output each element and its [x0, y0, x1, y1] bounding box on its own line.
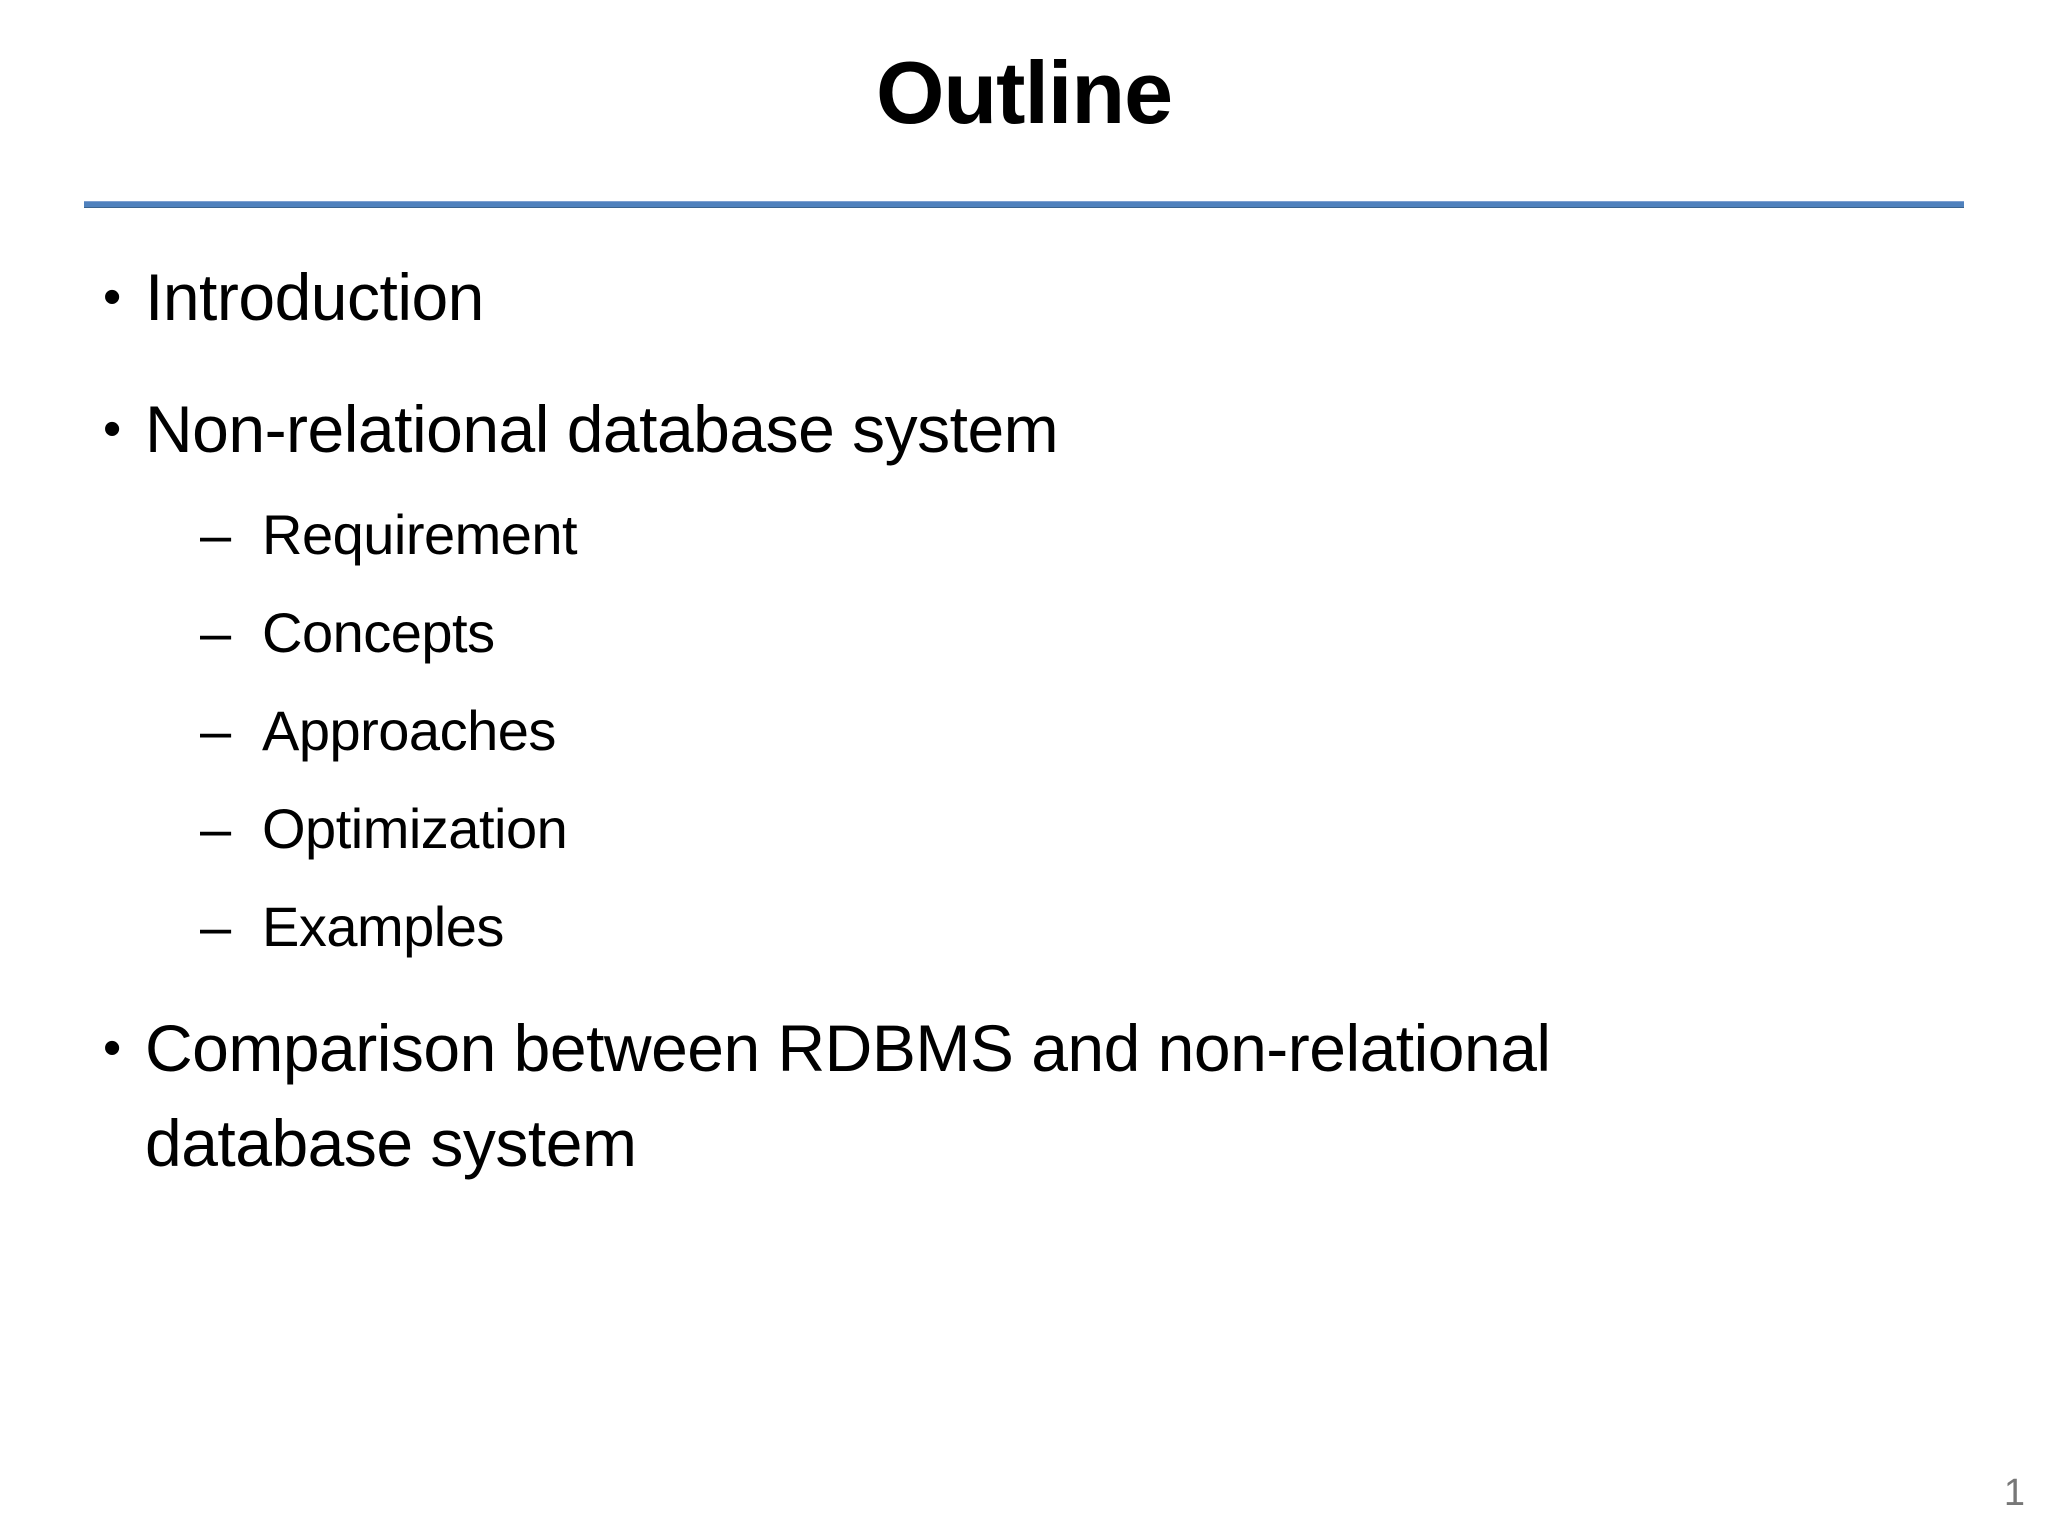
bullet-icon: • — [103, 400, 121, 458]
dash-icon: – — [200, 601, 231, 664]
sub-item-label: Optimization — [262, 797, 568, 860]
sub-item-label: Approaches — [262, 699, 556, 762]
sub-list: – Requirement – Concepts – Approaches – … — [85, 486, 1988, 976]
sub-item-examples: – Examples — [85, 878, 1988, 976]
sub-item-optimization: – Optimization — [85, 780, 1988, 878]
list-item-comparison: • Comparison between RDBMS and non-relat… — [85, 1001, 1988, 1191]
dash-icon: – — [200, 699, 231, 762]
list-item-label: Introduction — [145, 260, 484, 334]
list-item-non-relational: • Non-relational database system — [85, 382, 1988, 477]
sub-item-approaches: – Approaches — [85, 682, 1988, 780]
bullet-icon: • — [103, 268, 121, 326]
title-divider-rule — [84, 201, 1964, 208]
bullet-icon: • — [103, 1019, 121, 1077]
sub-item-requirement: – Requirement — [85, 486, 1988, 584]
sub-item-label: Requirement — [262, 503, 578, 566]
list-item-introduction: • Introduction — [85, 250, 1988, 345]
dash-icon: – — [200, 797, 231, 860]
sub-item-label: Examples — [262, 895, 504, 958]
dash-icon: – — [200, 503, 231, 566]
slide-title: Outline — [875, 43, 1173, 142]
sub-item-label: Concepts — [262, 601, 495, 664]
outline-list: • Introduction • Non-relational database… — [85, 250, 1988, 1191]
list-item-label: Non-relational database system — [145, 392, 1059, 466]
dash-icon: – — [200, 895, 231, 958]
sub-item-concepts: – Concepts — [85, 584, 1988, 682]
list-item-label: Comparison between RDBMS and non-relatio… — [145, 1011, 1551, 1180]
page-number: 1 — [2003, 1472, 2025, 1514]
